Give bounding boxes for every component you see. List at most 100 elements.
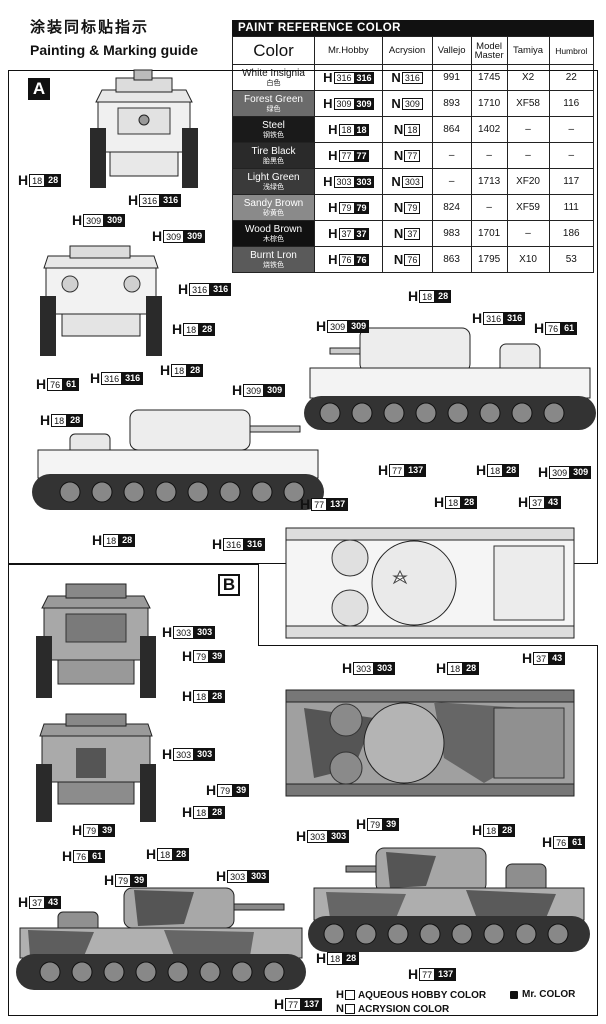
callout-white-code: 18 xyxy=(447,661,464,675)
callout-black-code: 28 xyxy=(199,322,216,336)
callout-white-code: 309 xyxy=(83,213,105,227)
callout-h-letter: H xyxy=(90,370,101,386)
callout-h-letter: H xyxy=(216,868,227,884)
tank-b-front-view xyxy=(36,574,156,704)
legend-black-box-icon xyxy=(510,990,518,999)
callout-black-code: 316 xyxy=(504,311,526,325)
model-master-code: – xyxy=(470,194,508,221)
color-name: Tire Black xyxy=(251,145,296,157)
vallejo-code: – xyxy=(431,142,472,169)
tamiya-code: X2 xyxy=(506,64,550,91)
callout-black-code: 28 xyxy=(187,363,204,377)
legend-acrysion-text: ACRYSION COLOR xyxy=(357,1003,450,1015)
callout-h-letter: H xyxy=(104,872,115,888)
callout-black-code: 39 xyxy=(383,817,400,831)
header-tamiya: Tamiya xyxy=(506,36,550,65)
code-black: 37 xyxy=(354,227,369,240)
callout-white-code: 77 xyxy=(285,997,302,1011)
callout-white-code: 37 xyxy=(529,495,546,509)
callout-h-letter: H xyxy=(182,648,193,664)
callout-black-code: 28 xyxy=(67,413,84,427)
callout-white-code: 309 xyxy=(243,383,265,397)
callout-h-letter: H xyxy=(542,834,553,850)
header-color: Color xyxy=(232,36,315,65)
callout-h-letter: H xyxy=(146,846,157,862)
header-humbrol: Humbrol xyxy=(548,36,594,65)
callout-h-letter: H xyxy=(162,624,173,640)
color-name-cell: Wood Brown 木棕色 xyxy=(232,220,315,247)
callout-black-code: 43 xyxy=(45,895,62,909)
callout-h-letter: H xyxy=(206,782,217,798)
code-white: 76 xyxy=(404,253,421,266)
callout-white-code: 18 xyxy=(51,413,68,427)
callout-black-code: 303 xyxy=(374,661,396,675)
tank-a-right-side-view xyxy=(300,318,600,440)
callout-white-code: 303 xyxy=(353,661,375,675)
callout-black-code: 309 xyxy=(570,465,592,479)
vallejo-code: 893 xyxy=(431,90,472,117)
color-name-cell: Sandy Brown 砂黄色 xyxy=(232,194,315,221)
callout-white-code: 303 xyxy=(173,625,195,639)
callout-white-code: 79 xyxy=(217,783,234,797)
table-header-row: Color Mr.Hobby Acrysion Vallejo Model Ma… xyxy=(232,36,594,65)
callout-white-code: 79 xyxy=(83,823,100,837)
callout-white-code: 316 xyxy=(483,311,505,325)
legend-white-box-icon xyxy=(344,1004,355,1014)
color-name-cn: 浅绿色 xyxy=(263,182,284,191)
paint-reference-table: PAINT REFERENCE COLOR Color Mr.Hobby Acr… xyxy=(232,20,594,273)
callout-black-code: 43 xyxy=(549,651,566,665)
color-name-cn: 胎黑色 xyxy=(263,156,284,165)
vallejo-code: 863 xyxy=(431,246,472,273)
callout-black-code: 309 xyxy=(104,213,126,227)
callout-h-letter: H xyxy=(522,650,533,666)
code-white: 79 xyxy=(338,201,355,214)
callout-white-code: 316 xyxy=(139,193,161,207)
callout-h-letter: H xyxy=(178,281,189,297)
callout-h-letter: H xyxy=(408,288,419,304)
callout-white-code: 79 xyxy=(193,649,210,663)
callout-black-code: 137 xyxy=(301,997,323,1011)
color-name-cell: White Insignia 白色 xyxy=(232,64,315,91)
callout-white-code: 77 xyxy=(311,497,328,511)
callout-black-code: 303 xyxy=(328,829,350,843)
code-white: 79 xyxy=(404,201,421,214)
callout-h-letter: H xyxy=(436,660,447,676)
humbrol-code: 53 xyxy=(548,246,594,273)
code-black: 76 xyxy=(354,253,369,266)
callout-white-code: 76 xyxy=(73,849,90,863)
callout-h-letter: H xyxy=(296,828,307,844)
callout-h-letter: H xyxy=(378,462,389,478)
callout-black-code: 309 xyxy=(264,383,286,397)
code-black: 77 xyxy=(354,149,369,162)
callout-white-code: 316 xyxy=(223,537,245,551)
color-name: Steel xyxy=(262,119,285,131)
callout-black-code: 28 xyxy=(463,661,480,675)
color-name-cell: Steel 钢铁色 xyxy=(232,116,315,143)
callout-black-code: 61 xyxy=(63,377,80,391)
callout-white-code: 18 xyxy=(419,289,436,303)
callout-white-code: 18 xyxy=(183,322,200,336)
tank-b-left-side-view xyxy=(14,876,310,1000)
